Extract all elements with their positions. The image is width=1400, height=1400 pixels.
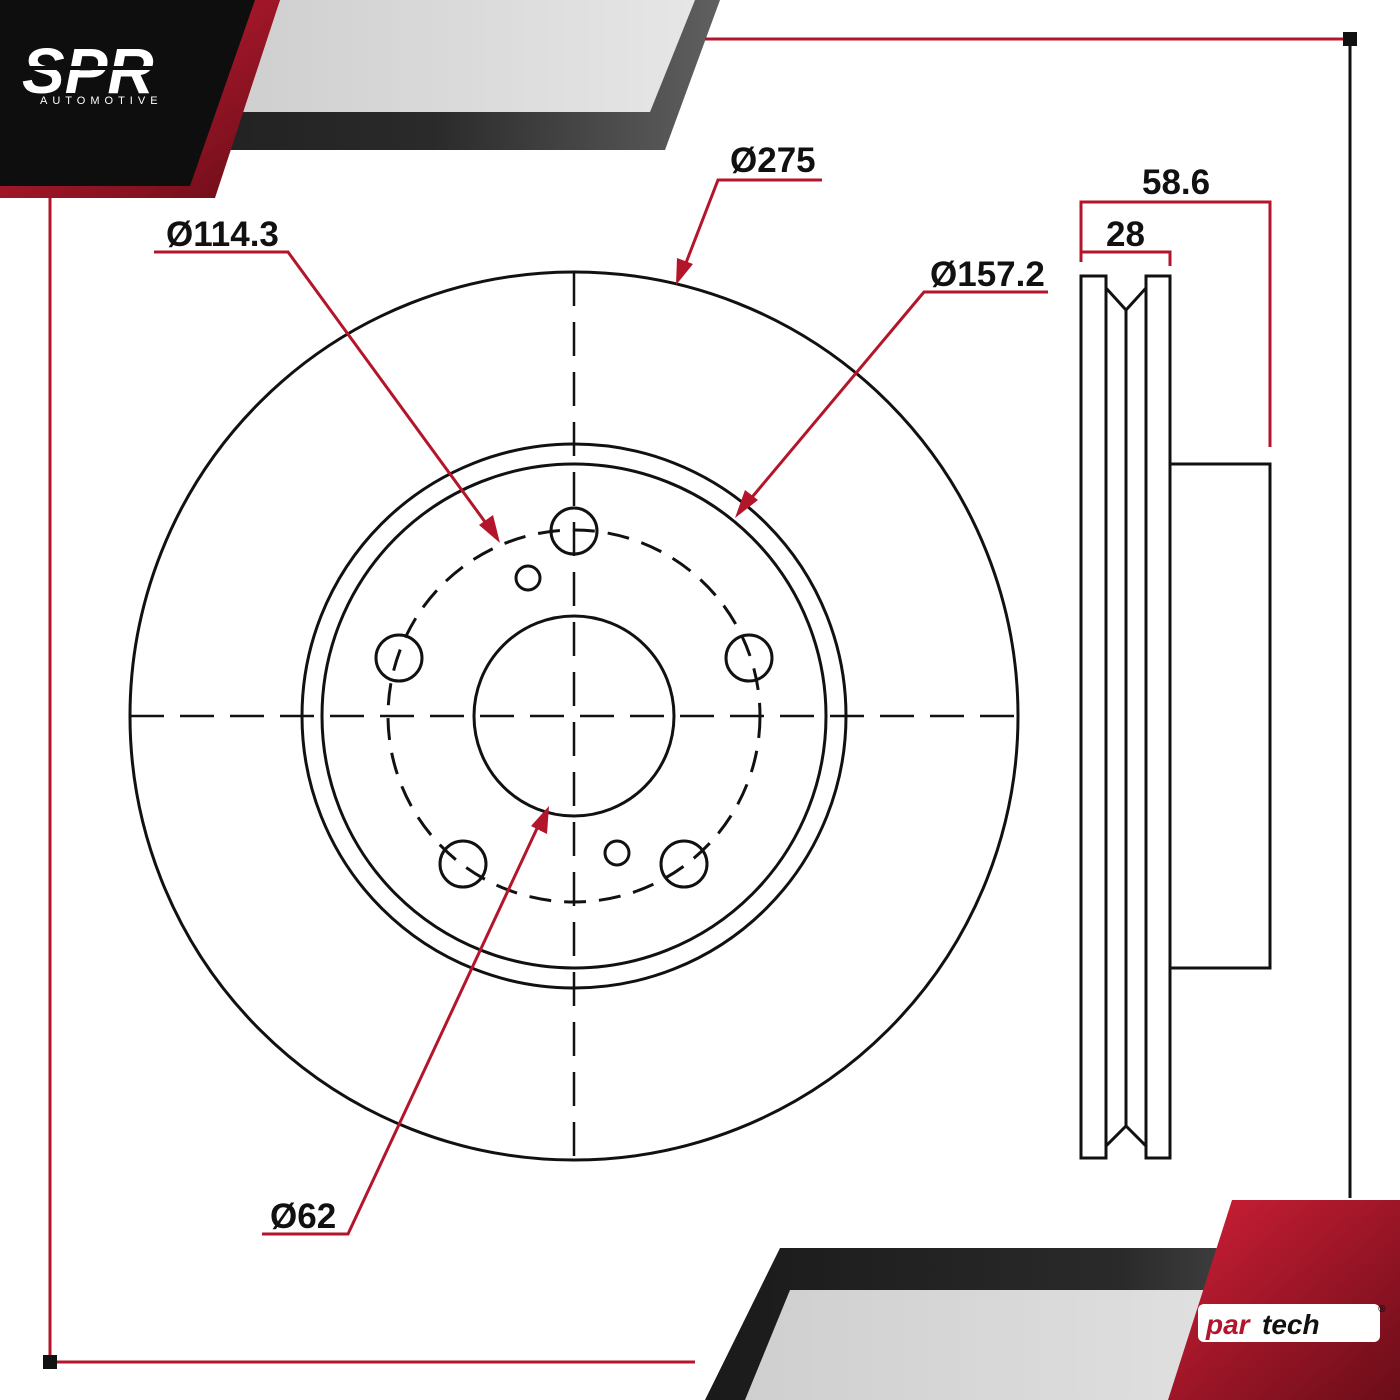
locating-hole: [514, 564, 542, 592]
logo-subtext: AUTOMOTIVE: [40, 95, 163, 107]
dimension-arrows: [479, 258, 758, 834]
friction-plate-outer: [1079, 274, 1108, 1160]
hat-section: [1168, 462, 1272, 970]
disc-front-view: [128, 270, 1020, 1162]
partech-logo-part1: par: [1205, 1309, 1252, 1340]
friction-plate-inner: [1144, 274, 1172, 1160]
bolt-hole: [438, 839, 488, 889]
bolt-hole: [659, 839, 709, 889]
total-height-label: 58.6: [1142, 163, 1210, 202]
partech-logo-part2: tech: [1262, 1309, 1320, 1340]
locating-hole: [603, 839, 631, 867]
outer-diameter-label: Ø275: [730, 141, 816, 180]
partech-logo: par tech ®: [1198, 1304, 1386, 1342]
spr-logo: SPR AUTOMOTIVE: [22, 35, 182, 107]
disc-side-view: [1079, 274, 1272, 1160]
logo-text: SPR: [22, 35, 154, 107]
vent-gap: [1104, 286, 1148, 1148]
center-bore-label: Ø62: [270, 1197, 336, 1236]
bottom-banner: [705, 1200, 1400, 1400]
disc-thickness-label: 28: [1106, 215, 1145, 254]
hat-diameter-label: Ø157.2: [930, 255, 1045, 294]
bolt-hole: [374, 633, 424, 683]
dimension-lines: [154, 178, 1272, 1236]
hat-inner-circle: [320, 462, 828, 970]
partech-logo-mark: ®: [1378, 1304, 1386, 1315]
frame-lines: [43, 32, 1357, 1369]
bolt-circle-label: Ø114.3: [166, 215, 279, 254]
center-bore-circle: [472, 614, 676, 818]
top-banner: [0, 0, 720, 198]
bolt-hole: [724, 633, 774, 683]
